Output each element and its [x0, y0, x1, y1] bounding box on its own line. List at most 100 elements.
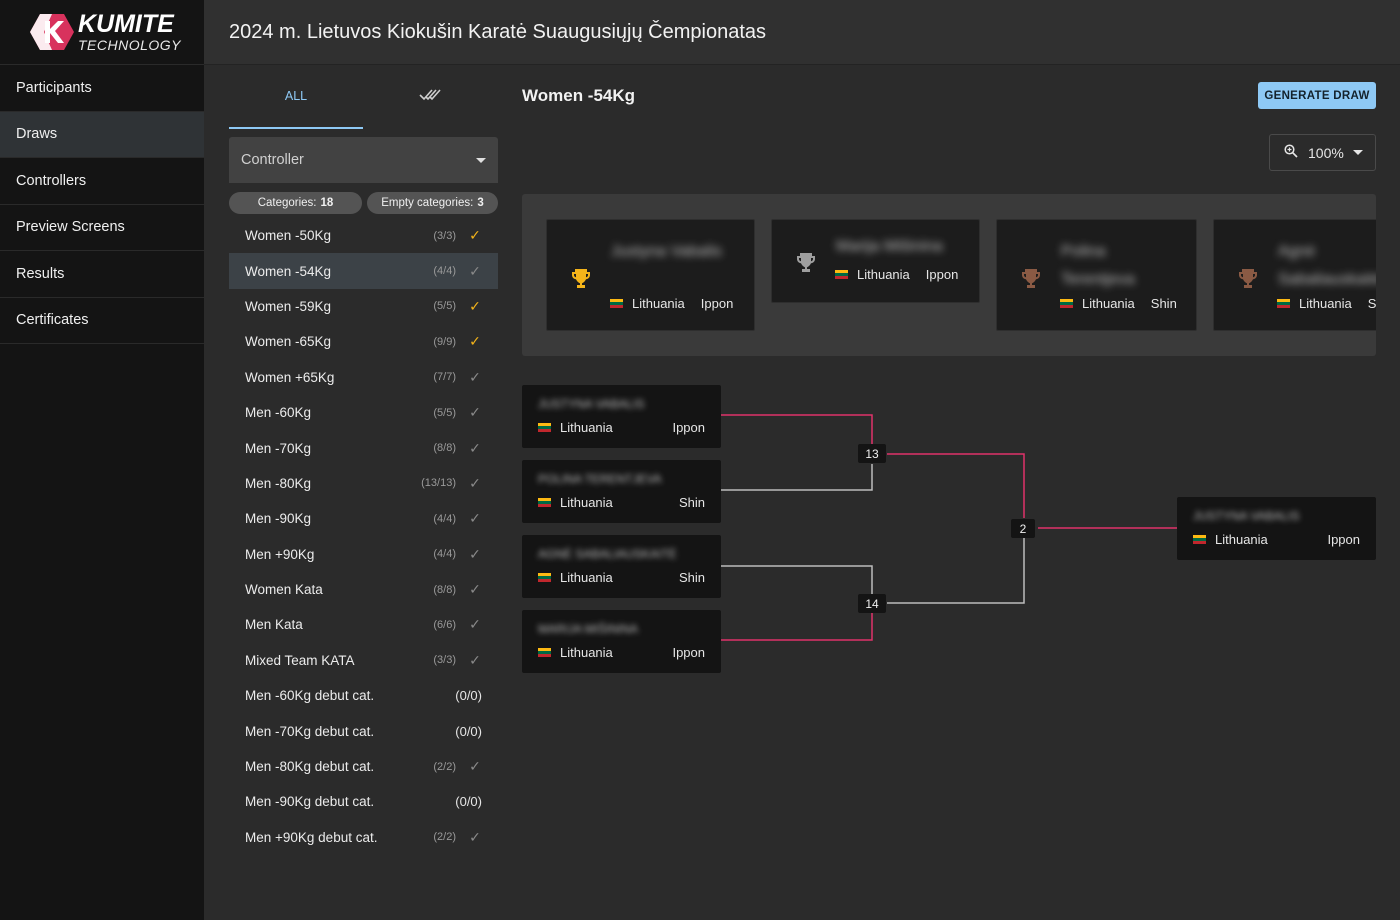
category-item[interactable]: Women -54Kg(4/4)✓ — [229, 253, 498, 289]
fighter-name: POLINA TERENTJEVA — [538, 472, 662, 486]
podium-name: Justyna Vabalis — [611, 243, 722, 260]
category-item[interactable]: Women Kata(8/8)✓ — [229, 572, 498, 607]
fighter-country: Lithuania — [560, 420, 613, 435]
check-icon: ✓ — [469, 262, 481, 279]
category-item[interactable]: Men -80Kg(13/13)✓ — [229, 466, 498, 501]
tab-all[interactable]: ALL — [229, 65, 363, 129]
category-name: Mixed Team KATA — [245, 652, 355, 668]
tab-completed[interactable] — [363, 65, 497, 129]
category-item[interactable]: Men -90Kg debut cat.(0/0) — [229, 784, 498, 819]
match-number-badge[interactable]: 14 — [858, 594, 886, 613]
category-item[interactable]: Women -50Kg(3/3)✓ — [229, 218, 498, 253]
match-number-badge[interactable]: 13 — [858, 444, 886, 463]
tournament-title: 2024 m. Lietuvos Kiokušin Karatė Suaugus… — [229, 20, 766, 43]
nav-certificates[interactable]: Certificates — [0, 298, 204, 344]
podium-club: Ippon — [925, 267, 959, 282]
match-number-badge[interactable]: 2 — [1011, 519, 1035, 538]
generate-draw-button[interactable]: GENERATE DRAW — [1258, 82, 1376, 109]
bracket-fighter-2[interactable]: POLINA TERENTJEVA Lithuania Shin — [522, 460, 721, 523]
category-item[interactable]: Mixed Team KATA(3/3)✓ — [229, 643, 498, 678]
category-item[interactable]: Women +65Kg(7/7)✓ — [229, 360, 498, 395]
fighter-club: Shin — [678, 495, 705, 510]
nav-preview-screens[interactable]: Preview Screens — [0, 205, 204, 251]
fighter-club: Ippon — [672, 645, 705, 660]
category-count: (8/8) — [433, 442, 456, 455]
category-count: (2/2) — [433, 831, 456, 844]
category-name: Men -70Kg debut cat. — [245, 723, 375, 739]
category-item[interactable]: Men +90Kg debut cat.(2/2)✓ — [229, 820, 498, 855]
category-item[interactable]: Men Kata(6/6)✓ — [229, 607, 498, 642]
fighter-country: Lithuania — [560, 495, 613, 510]
podium-name: Polina Terentjeva — [1061, 243, 1135, 288]
logo-subtitle: TECHNOLOGY — [78, 37, 182, 53]
category-item[interactable]: Men -70Kg debut cat.(0/0) — [229, 713, 498, 748]
controller-select[interactable]: Controller — [229, 137, 498, 183]
empty-chip-label: Empty categories: — [381, 197, 474, 209]
check-icon: ✓ — [469, 368, 481, 385]
zoom-value: 100% — [1308, 144, 1344, 161]
bronze-trophy-icon — [1236, 266, 1260, 295]
nav-results[interactable]: Results — [0, 251, 204, 298]
top-header: 2024 m. Lietuvos Kiokušin Karatė Suaugus… — [204, 0, 1400, 65]
category-item[interactable]: Men -60Kg(5/5)✓ — [229, 395, 498, 430]
zoom-select[interactable]: 100% — [1269, 134, 1376, 171]
category-count: (8/8) — [433, 583, 456, 596]
category-stats: Categories:18 Empty categories:3 — [229, 192, 498, 214]
category-item[interactable]: Men +90Kg(4/4)✓ — [229, 537, 498, 572]
lithuania-flag-icon — [538, 498, 551, 507]
podium-name: Marija Mišinina — [836, 238, 943, 255]
podium-country: Lithuania — [1299, 296, 1352, 311]
nav-controllers[interactable]: Controllers — [0, 158, 204, 205]
fighter-meta: Lithuania Shin — [538, 495, 705, 510]
fighter-country: Lithuania — [560, 570, 613, 585]
bracket-line-lose — [887, 538, 1025, 604]
category-item[interactable]: Men -70Kg(8/8)✓ — [229, 430, 498, 465]
category-item[interactable]: Women -59Kg(5/5)✓ — [229, 289, 498, 324]
check-icon: ✓ — [469, 581, 481, 598]
category-name: Men Kata — [245, 617, 303, 633]
podium-name: Agnė Sabaliauskaitė — [1278, 243, 1376, 288]
category-item[interactable]: Men -80Kg debut cat.(2/2)✓ — [229, 749, 498, 784]
controller-select-value: Controller — [241, 152, 304, 168]
category-tabs: ALL — [229, 65, 498, 129]
check-icon: ✓ — [469, 758, 481, 775]
category-item[interactable]: Women -65Kg(9/9)✓ — [229, 324, 498, 359]
category-item[interactable]: Men -90Kg(4/4)✓ — [229, 501, 498, 536]
fighter-name: JUSTYNA VABALIS — [538, 397, 645, 411]
category-count: (7/7) — [433, 371, 456, 384]
category-item[interactable]: Men -60Kg debut cat.(0/0) — [229, 678, 498, 713]
app-logo[interactable]: KUMITE TECHNOLOGY — [0, 0, 204, 65]
zoom-icon — [1284, 144, 1298, 161]
empty-categories-chip: Empty categories:3 — [367, 192, 498, 214]
category-list: Women -50Kg(3/3)✓Women -54Kg(4/4)✓Women … — [229, 218, 498, 855]
fighter-name: MARIJA MIŠININA — [538, 622, 639, 636]
podium-country: Lithuania — [1082, 296, 1135, 311]
winner-country: Lithuania — [1215, 532, 1268, 547]
lithuania-flag-icon — [1193, 535, 1206, 544]
category-count: (5/5) — [433, 406, 456, 419]
category-count: (5/5) — [433, 300, 456, 313]
bracket-fighter-4[interactable]: MARIJA MIŠININA Lithuania Ippon — [522, 610, 721, 673]
winner-name: JUSTYNA VABALIS — [1193, 509, 1300, 523]
bracket-line-lose — [721, 464, 873, 491]
caret-down-icon — [1352, 150, 1363, 155]
check-icon: ✓ — [469, 510, 481, 527]
fighter-country: Lithuania — [560, 645, 613, 660]
fighter-meta: Lithuania Ippon — [538, 645, 705, 660]
nav-participants[interactable]: Participants — [0, 65, 204, 112]
category-name: Men -60Kg debut cat. — [245, 688, 375, 704]
nav-draws[interactable]: Draws — [0, 111, 204, 158]
gold-trophy-icon — [569, 266, 593, 295]
